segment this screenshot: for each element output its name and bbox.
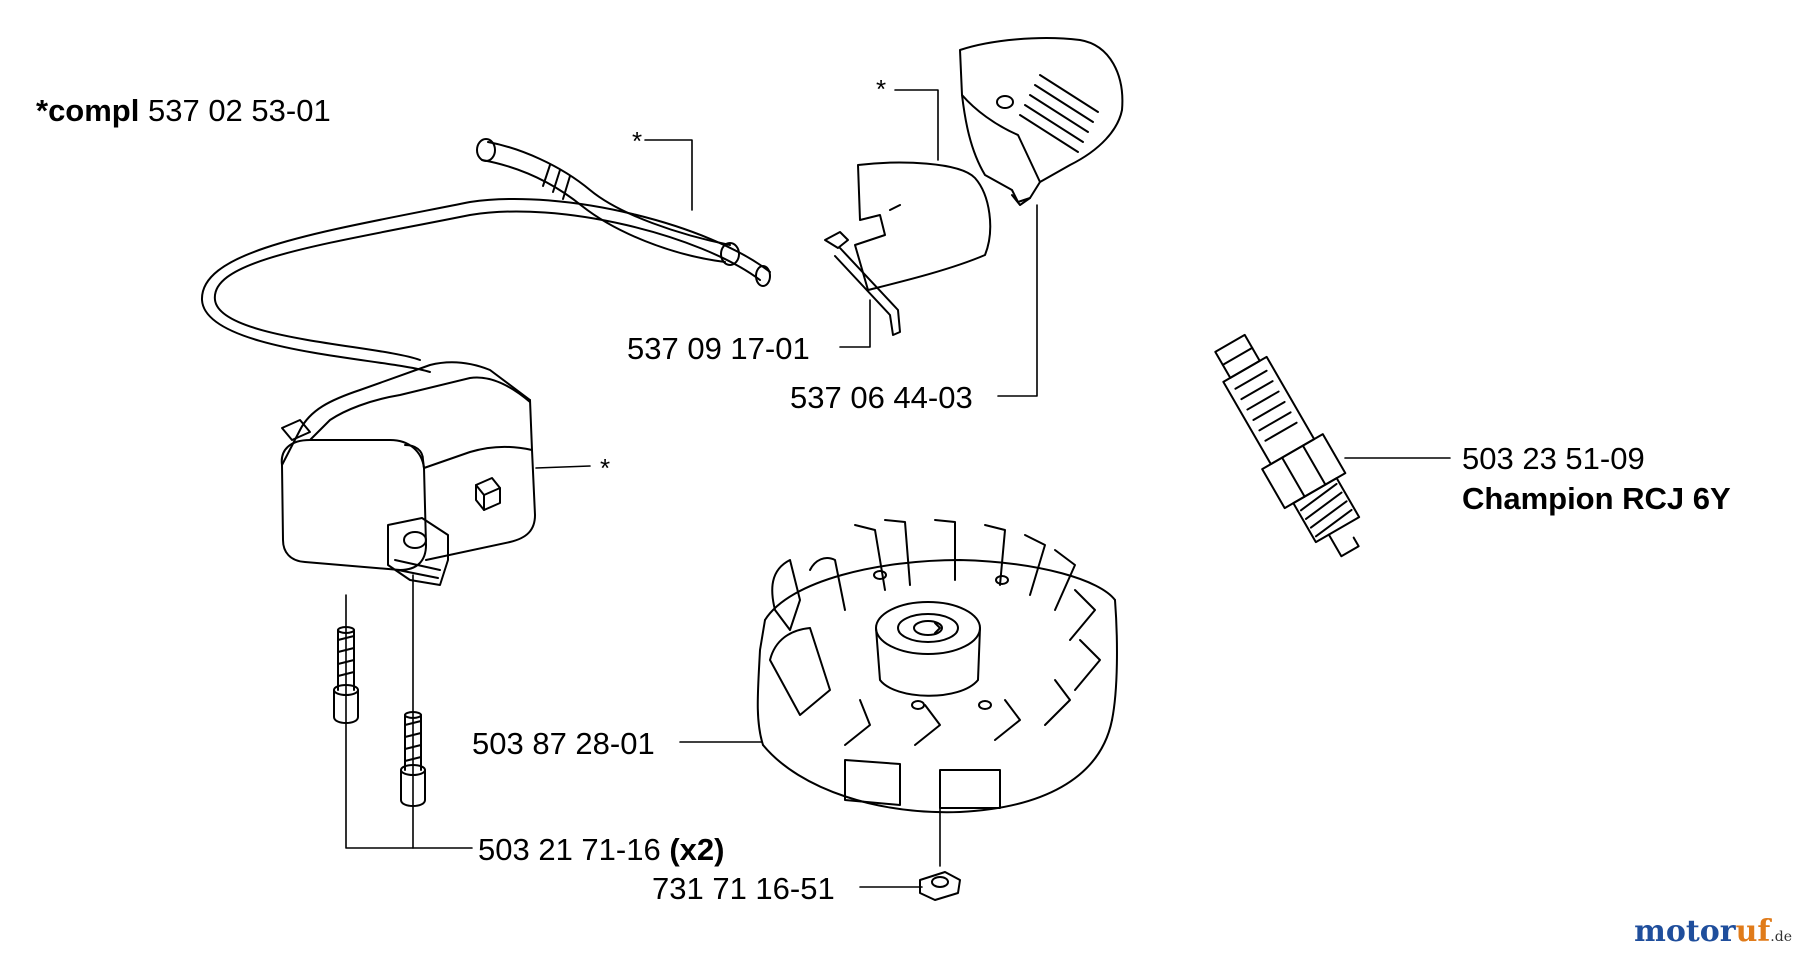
cover-outer	[959, 37, 1124, 206]
label-flywheel: 503 87 28-01	[472, 726, 655, 761]
spark-plug	[1214, 333, 1361, 558]
asterisk-marker-module: *	[600, 453, 611, 483]
spark-plug-name: Champion RCJ 6Y	[1462, 481, 1731, 516]
label-spark-plug-name: Champion RCJ 6Y	[1462, 483, 1731, 514]
asterisk-marker-cover: *	[876, 74, 887, 104]
label-cover: 537 06 44-03	[790, 380, 973, 415]
nut	[919, 871, 961, 901]
watermark-logo: motoruf.de	[1634, 917, 1792, 947]
label-nut: 731 71 16-51	[652, 871, 835, 906]
hose-clamp	[824, 231, 901, 336]
flywheel	[756, 519, 1118, 814]
label-spark-plug-number: 503 23 51-09	[1462, 441, 1645, 476]
watermark-text: motoruf	[1634, 914, 1771, 949]
compl-number: 537 02 53-01	[147, 93, 331, 128]
screw-number: 503 21 71-16	[478, 832, 661, 867]
compl-prefix: *compl	[36, 93, 140, 128]
screw-quantity: (x2)	[669, 832, 725, 867]
label-screw: 503 21 71-16 (x2)	[478, 834, 724, 865]
ignition-cable	[200, 198, 771, 373]
label-hose-clamp: 537 09 17-01	[627, 331, 810, 366]
cable-hose	[476, 138, 740, 266]
watermark-suffix: .de	[1770, 929, 1792, 945]
asterisk-marker-hose: *	[632, 126, 643, 156]
compl-label: *compl 537 02 53-01	[36, 95, 331, 126]
leader-lines	[345, 89, 1451, 888]
cover-inner	[854, 161, 992, 291]
ignition-module	[280, 361, 536, 586]
